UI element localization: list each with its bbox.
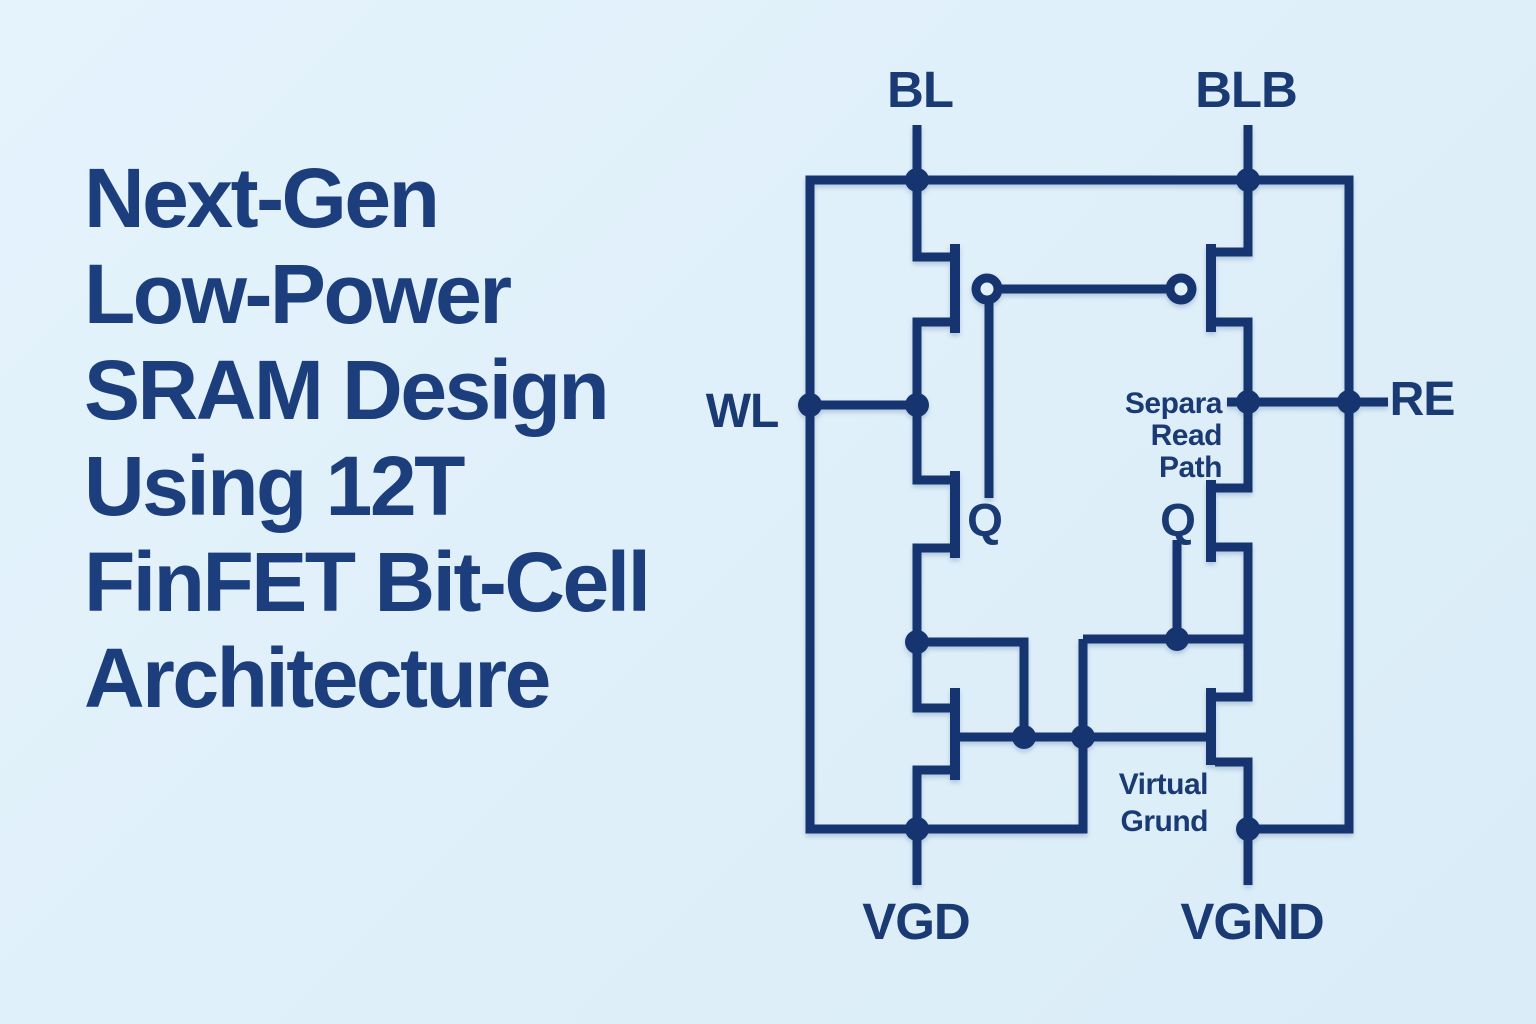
vgd-label: VGD bbox=[862, 893, 970, 950]
bl-branch-wire bbox=[912, 125, 953, 885]
blb-branch-wire bbox=[1215, 125, 1253, 885]
junction-dot-vgd bbox=[905, 817, 929, 841]
junction-dot-wl-rail bbox=[798, 393, 822, 417]
junction-dot-gate-rail-right bbox=[1071, 725, 1095, 749]
junction-dot-re-branch bbox=[1236, 390, 1260, 414]
headline-line-5: FinFET Bit-Cell bbox=[84, 535, 651, 629]
bl-label: BL bbox=[887, 61, 953, 118]
re-label: RE bbox=[1390, 373, 1455, 426]
read-path-label-line2: Read bbox=[1151, 419, 1222, 452]
junction-dot-re-rail bbox=[1337, 390, 1361, 414]
q-cross-link-wire bbox=[917, 637, 1029, 737]
headline-line-2: Low-Power bbox=[84, 247, 512, 341]
junction-dot-bl-bus bbox=[905, 168, 929, 192]
junction-dot-gate-rail-left bbox=[1012, 725, 1036, 749]
headline-line-4: Using 12T bbox=[84, 439, 465, 533]
junction-dot-blb-bus bbox=[1236, 168, 1260, 192]
vgnd-label: VGND bbox=[1180, 893, 1323, 950]
blb-label: BLB bbox=[1195, 61, 1297, 118]
inverter-bubble-right bbox=[1165, 273, 1197, 305]
headline-line-1: Next-Gen bbox=[84, 151, 440, 245]
junction-dot-vgnd bbox=[1236, 817, 1260, 841]
read-path-label-line3: Path bbox=[1159, 451, 1222, 484]
wl-label: WL bbox=[706, 385, 779, 438]
virtual-ground-label-line1: Virtual bbox=[1119, 768, 1208, 801]
junction-dot-qbar-node bbox=[1165, 627, 1189, 651]
q-node-label: Q bbox=[967, 494, 1003, 546]
headline-line-6: Architecture bbox=[84, 631, 551, 725]
outer-frame-wire bbox=[805, 175, 1354, 834]
junction-dot-wl-branch bbox=[905, 393, 929, 417]
junction-dot-q-node bbox=[905, 630, 929, 654]
virtual-ground-label-line2: Grund bbox=[1121, 805, 1209, 838]
headline: Next-Gen Low-Power SRAM Design Using 12T… bbox=[84, 150, 651, 726]
inverter-bubble-left bbox=[971, 273, 1003, 305]
qbar-node-label: Q bbox=[1160, 494, 1196, 546]
read-path-label-line1: Separa bbox=[1125, 387, 1223, 420]
headline-line-3: SRAM Design bbox=[84, 343, 610, 437]
